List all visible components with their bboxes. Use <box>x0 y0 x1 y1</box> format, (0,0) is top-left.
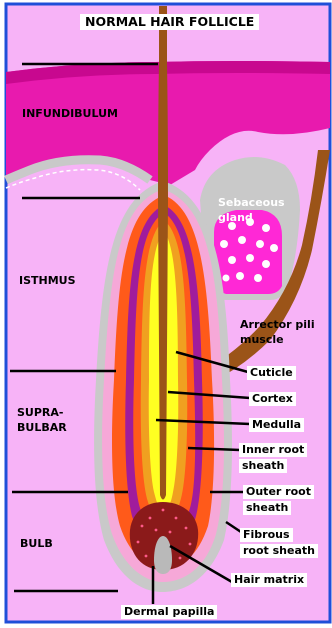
label-inner-root-sheath-line1: Inner root <box>239 443 307 457</box>
label-fibrous-root-sheath-line2: root sheath <box>240 544 318 558</box>
label-dermal-papilla: Dermal papilla <box>121 605 217 619</box>
zone-label-suprabulbar-line2: BULBAR <box>17 422 67 434</box>
label-arrector-line1: Arrector pili <box>240 319 315 331</box>
label-medulla: Medulla <box>249 418 304 432</box>
label-fibrous-root-sheath-line1: Fibrous <box>240 528 293 542</box>
label-outer-root-sheath-line2: sheath <box>243 501 291 515</box>
zone-label-isthmus: ISTHMUS <box>19 275 76 287</box>
label-cortex: Cortex <box>249 392 296 406</box>
page-title: NORMAL HAIR FOLLICLE <box>80 14 259 30</box>
zone-label-bulb: BULB <box>20 538 53 550</box>
zone-label-suprabulbar-line1: SUPRA- <box>17 407 63 419</box>
label-hair-matrix: Hair matrix <box>231 573 307 587</box>
label-outer-root-sheath-line1: Outer root <box>243 485 314 499</box>
label-sebaceous-line1: Sebaceous <box>218 197 285 209</box>
label-arrector-line2: muscle <box>240 334 284 346</box>
label-inner-root-sheath-line2: sheath <box>239 459 287 473</box>
label-sebaceous-line2: gland <box>218 212 253 224</box>
label-cuticle: Cuticle <box>247 366 296 380</box>
zone-label-infundibulum: INFUNDIBULUM <box>22 108 118 120</box>
